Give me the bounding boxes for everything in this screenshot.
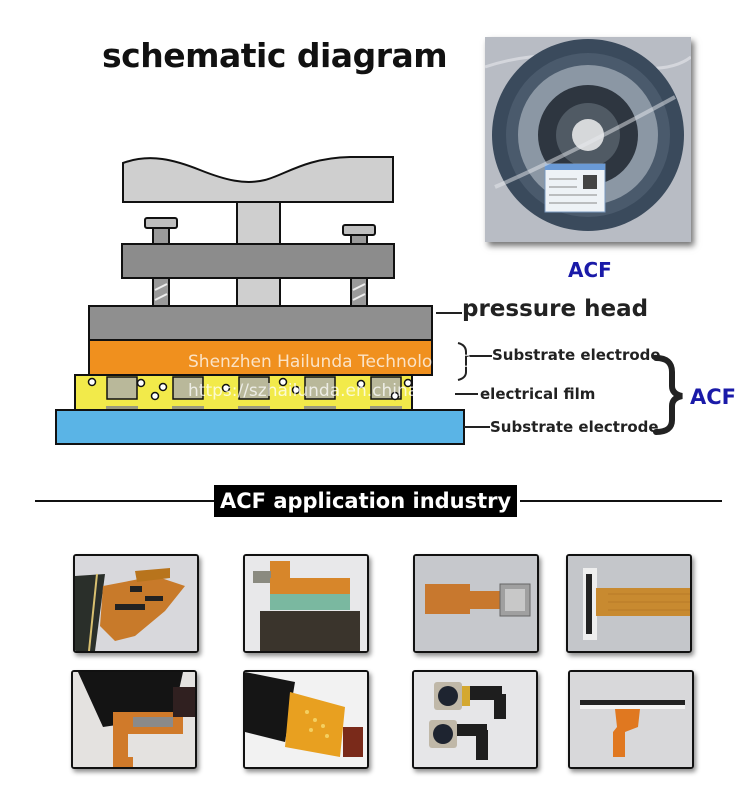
application-photo-1	[73, 554, 199, 653]
bolt-right	[342, 224, 376, 245]
acf-photo-caption: ACF	[568, 258, 612, 282]
acf-reel-photo	[485, 37, 691, 242]
label-substrate-electrode-bottom: Substrate electrode	[490, 418, 659, 436]
watermark-company: Shenzhen Hailunda Technology Co.,LTD	[188, 352, 522, 372]
page-title: schematic diagram	[102, 36, 448, 75]
screw-right	[350, 277, 368, 307]
label-substrate-electrode-top: Substrate electrode	[492, 346, 661, 364]
application-photo-4	[566, 554, 692, 653]
press-shaft-upper	[236, 201, 281, 245]
application-photo-8	[568, 670, 694, 769]
application-photo-2	[243, 554, 369, 653]
screw-left	[152, 277, 170, 307]
application-photo-6	[243, 670, 369, 769]
acf-group-brace	[653, 355, 683, 435]
divider-left	[35, 500, 215, 502]
bracket-top-substrate	[457, 342, 467, 381]
press-shaft-lower	[236, 277, 281, 307]
label-electrical-film: electrical film	[480, 385, 596, 403]
section-title: ACF application industry	[214, 485, 518, 517]
label-pressure-head: pressure head	[462, 296, 649, 322]
press-plate	[121, 243, 395, 279]
pressure-head	[88, 305, 433, 341]
watermark-url: https://szhailunda.en.china.cn/	[188, 381, 450, 401]
bolt-left	[144, 217, 178, 245]
application-photo-5	[71, 670, 197, 769]
application-photo-7	[412, 670, 538, 769]
press-top-frame	[122, 156, 394, 203]
divider-right	[520, 500, 722, 502]
label-acf-group: ACF	[690, 385, 737, 409]
acf-film-layer	[74, 374, 413, 411]
press-schematic	[55, 156, 683, 445]
bottom-substrate-electrode	[55, 409, 465, 445]
application-photo-3	[413, 554, 539, 653]
